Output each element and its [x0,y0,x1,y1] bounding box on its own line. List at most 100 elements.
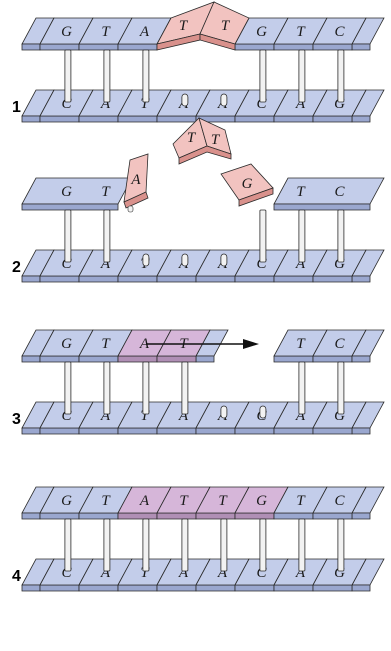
template-base: C [234,558,289,592]
base-pair-rung [103,361,111,415]
base-pair-rung [298,518,306,572]
tile-edge [234,512,275,520]
base-letter: C [334,336,345,352]
base-letter: A [139,24,150,40]
strand-base: T [273,486,328,520]
tile-edge [312,43,353,51]
template-base: A [273,558,328,592]
base-letter: C [61,256,72,272]
base-letter: A [139,493,150,509]
strand-end-right-edge [351,355,371,363]
template-base: A [78,401,133,435]
template-base: T [117,558,172,592]
template-base: A [195,558,250,592]
unpaired-base-stub [220,93,228,107]
tile-face [156,329,211,357]
tile-edge [234,275,275,283]
base-letter: A [295,408,306,424]
tile-edge [117,512,158,520]
base-letter: G [334,565,345,581]
base-pair-rung [103,49,111,103]
base-pair-rung [298,361,306,415]
tile-edge [312,275,353,283]
template-base: C [39,558,94,592]
base-letter: A [178,565,189,581]
base-pair-rung [103,209,111,263]
base-letter: T [140,565,150,581]
tile-edge [273,355,314,363]
base-letter: T [218,493,228,509]
strand-end-left-edge [21,355,41,363]
strand-end-left-edge [21,512,41,520]
tile-edge [156,115,197,123]
unpaired-base-stub [142,253,150,267]
base-letter: C [334,184,345,200]
base-letter: T [179,493,189,509]
arrow-head [243,339,259,349]
template-base: A [273,249,328,283]
unpaired-base-stub [181,253,189,267]
tile-edge [78,355,119,363]
strand-base: T [78,329,133,363]
base-pair-rung [181,518,189,572]
tile-edge [39,43,80,51]
tile-edge [156,275,197,283]
base-pair-rung [103,518,111,572]
base-letter: G [61,184,72,200]
template-base: C [39,401,94,435]
new-base: A [117,329,172,363]
tile-edge [312,427,353,435]
strand-left-piece [21,177,133,205]
base-letter: C [61,565,72,581]
strand-base: T [78,486,133,520]
tile-edge [39,275,80,283]
tile-face [312,401,367,429]
strand-right-piece [273,177,385,205]
tile-edge [156,427,197,435]
base-letter: T [140,408,150,424]
base-letter: G [61,24,72,40]
base-pair-rung [64,49,72,103]
base-letter: A [100,256,111,272]
base-letter: T [296,336,306,352]
tile-edge [312,584,353,592]
base-letter: G [334,96,345,112]
base-letter: A [295,565,306,581]
base-pair-rung [259,209,267,263]
tile-edge [117,275,158,283]
tile-edge [273,43,314,51]
template-base: G [312,401,367,435]
base-letter: T [296,493,306,509]
tile-edge [78,115,119,123]
template-base: A [78,89,133,123]
tile-edge [78,275,119,283]
tile-face [312,249,367,277]
tile-edge [273,427,314,435]
template-base: C [234,401,289,435]
tile-face [312,486,367,514]
base-letter: A [217,565,228,581]
base-pair-rung [181,361,189,415]
tile-edge [273,512,314,520]
base-pair-rung [142,361,150,415]
tile-edge [273,275,314,283]
base-letter: A [295,256,306,272]
base-pair-rung [142,49,150,103]
fragment-stub [127,205,134,213]
tile-edge [273,584,314,592]
template-base: C [39,89,94,123]
strand-end-left-edge [21,427,41,435]
step-3: 3CATAACAGGTATTC [12,329,385,435]
tile-edge [234,427,275,435]
tile-edge [39,584,80,592]
tile-edge [117,115,158,123]
base-pair-rung [337,361,345,415]
base-letter: G [334,408,345,424]
